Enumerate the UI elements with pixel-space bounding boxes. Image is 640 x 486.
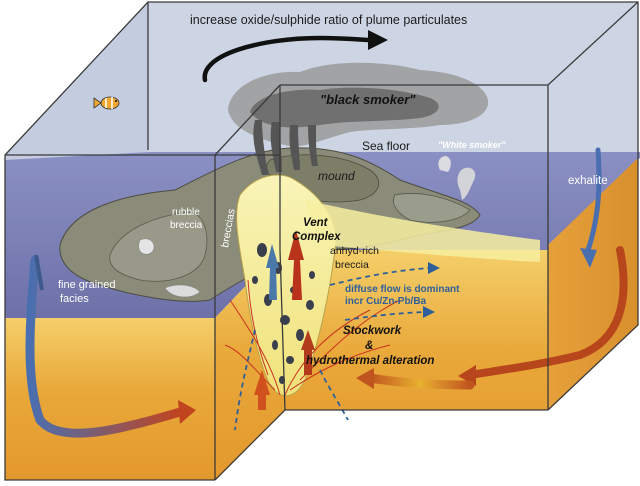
rubble-breccia-label-1: rubble	[172, 207, 200, 218]
front-left-sediment	[5, 318, 215, 480]
anhyd-label-1: anhyd-rich	[330, 245, 379, 257]
fish-icon	[93, 96, 120, 110]
white-smokers	[438, 156, 476, 200]
vent-complex-label-2: Complex	[292, 231, 341, 243]
labels: increase oxide/sulphide ratio of plume p…	[58, 13, 608, 367]
curved-arrow-icon	[202, 30, 388, 83]
stockwork-label-3: hydrothermal alteration	[306, 355, 434, 367]
diffuse-flow-label-2: incr Cu/Zn-Pb/Ba	[345, 296, 427, 307]
rubble-breccia-label-2: breccia	[170, 220, 203, 231]
plume-ratio-label: increase oxide/sulphide ratio of plume p…	[190, 13, 467, 27]
fine-grained-label-2: facies	[60, 293, 89, 305]
diffuse-flow-arrows	[234, 267, 431, 431]
mound-label: mound	[318, 169, 355, 183]
black-smoker-label: "black smoker"	[320, 92, 416, 107]
upflow-arrows	[254, 230, 315, 410]
block-outline	[4, 1, 639, 481]
exhalite-label: exhalite	[568, 175, 608, 187]
stockwork-label-2: &	[365, 340, 373, 352]
stockwork-label-1: Stockwork	[343, 325, 402, 337]
diffuse-flow-label-1: diffuse flow is dominant	[345, 284, 460, 295]
white-smoker-label: "White smoker"	[438, 140, 506, 150]
diffuse-arrowheads	[423, 262, 440, 318]
black-smoker-plume	[228, 62, 489, 175]
sea-floor-label: Sea floor	[362, 139, 410, 153]
recharge-arrows	[25, 147, 628, 438]
anhyd-label-2: breccia	[335, 259, 369, 271]
vent-complex-label-1: Vent	[303, 217, 329, 229]
fine-grained-label-1: fine grained	[58, 279, 116, 291]
